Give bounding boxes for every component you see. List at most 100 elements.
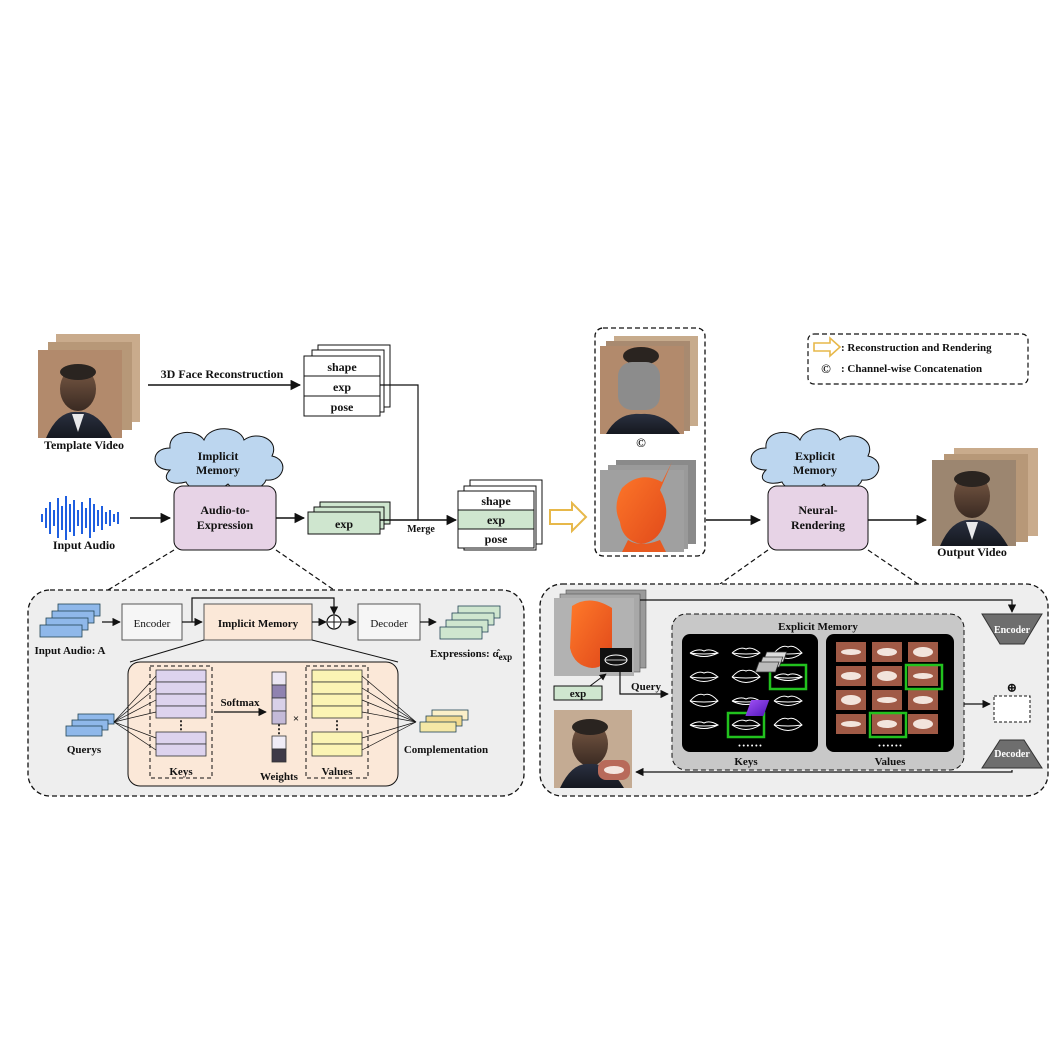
lip-outline bbox=[731, 719, 761, 730]
explicit-encoder-label: Encoder bbox=[994, 625, 1031, 636]
mouth-thumbnail bbox=[836, 642, 866, 662]
output-video-frames bbox=[932, 448, 1038, 546]
rendered-orange-face bbox=[600, 460, 696, 552]
complementation-label: Complementation bbox=[404, 744, 488, 756]
lip-outline bbox=[689, 649, 720, 657]
weights-label: Weights bbox=[260, 771, 299, 783]
lip-outline bbox=[731, 647, 761, 658]
zoom-line-left-a bbox=[107, 549, 175, 591]
exp-to-mouth-arrow bbox=[589, 673, 607, 687]
expressions-main: Expressions: α̂ bbox=[430, 648, 501, 660]
face-recon-label: 3D Face Reconstruction bbox=[161, 367, 284, 381]
explicit-memory-title: Explicit Memory bbox=[778, 621, 858, 633]
softmax-label: Softmax bbox=[220, 697, 260, 709]
expressions-label: Expressions: α̂exp bbox=[430, 648, 512, 662]
feature-stack-icon bbox=[754, 651, 788, 673]
explicit-values-label: Values bbox=[875, 756, 906, 768]
implicit-memory-label: Implicit Memory bbox=[218, 618, 299, 630]
lip-outline bbox=[731, 669, 761, 683]
neural-rendering-box bbox=[767, 485, 869, 551]
query-arrow bbox=[619, 672, 669, 699]
param-exp: exp bbox=[333, 380, 351, 394]
mouth-thumbnail bbox=[872, 690, 902, 710]
complementation-stack bbox=[419, 709, 469, 733]
implicit-memory-cloud: Implicit Memory bbox=[154, 428, 284, 491]
mouth-images bbox=[836, 642, 938, 734]
input-audio-label: Input Audio bbox=[53, 538, 115, 552]
mouth-thumbnail bbox=[872, 642, 902, 662]
exp-green-stack: exp bbox=[307, 501, 391, 535]
param-stack-top: shape exp pose bbox=[303, 344, 391, 417]
legend-item-2: : Channel-wise Concatenation bbox=[841, 363, 982, 375]
query-label: Query bbox=[631, 681, 661, 693]
query-fan-lines bbox=[113, 675, 157, 751]
rendering-inputs-box bbox=[594, 327, 706, 557]
merged-shape: shape bbox=[481, 494, 511, 508]
querys-stack bbox=[65, 713, 115, 737]
mouth-thumbnail bbox=[908, 642, 938, 662]
legend-concat-symbol: © bbox=[821, 361, 831, 376]
values-label: Values bbox=[322, 766, 353, 778]
zoom-line-left-b bbox=[275, 549, 335, 591]
render-hollow-arrow bbox=[549, 500, 588, 534]
weights-column bbox=[271, 671, 287, 763]
keys-dashed-box bbox=[149, 665, 213, 779]
legend-item-1: : Reconstruction and Rendering bbox=[841, 342, 992, 354]
lip-outline bbox=[773, 695, 803, 706]
querys-label: Querys bbox=[67, 744, 102, 756]
output-video-label: Output Video bbox=[937, 545, 1007, 559]
merged-pose: pose bbox=[485, 532, 508, 546]
explicit-input-frames bbox=[554, 589, 647, 676]
weights-ellipsis: ⋮ bbox=[273, 722, 285, 736]
lip-outline bbox=[689, 721, 720, 729]
keys-highlight-2 bbox=[726, 711, 766, 739]
audio-waveform-icon bbox=[41, 496, 119, 540]
lip-outline bbox=[773, 673, 804, 681]
input-audio-stack bbox=[39, 603, 101, 638]
lip-outline bbox=[689, 671, 719, 682]
param-shape: shape bbox=[327, 360, 357, 374]
template-video-label: Template Video bbox=[44, 438, 124, 452]
mouth-thumbnail bbox=[836, 714, 866, 734]
explicit-plus-symbol: ⊕ bbox=[1007, 680, 1018, 695]
purple-feature-cube bbox=[745, 695, 1031, 723]
explicit-decoder-label: Decoder bbox=[994, 749, 1030, 760]
encoder-label: Encoder bbox=[134, 618, 171, 630]
values-dots: • • • • • • bbox=[878, 742, 902, 750]
merge-label: Merge bbox=[407, 524, 435, 535]
encoder-trapezoid bbox=[981, 613, 1043, 645]
expand-line-a bbox=[129, 639, 205, 663]
skip-connection bbox=[191, 597, 339, 622]
a2e-line1: Audio-to- bbox=[200, 503, 249, 517]
template-video-frames bbox=[38, 334, 140, 438]
mouth-thumbnail bbox=[908, 690, 938, 710]
explicit-exp-label: exp bbox=[570, 688, 587, 700]
nr-line1: Neural- bbox=[798, 503, 837, 517]
merged-exp: exp bbox=[487, 513, 505, 527]
masked-face-frames bbox=[600, 336, 698, 434]
keys-lip-grid bbox=[682, 634, 818, 752]
keys-dots: • • • • • • bbox=[738, 742, 762, 750]
expand-line-b bbox=[311, 639, 399, 663]
multiply-symbol: × bbox=[293, 713, 299, 725]
keys-ellipsis: ⋮ bbox=[175, 718, 187, 732]
values-highlight-2 bbox=[868, 711, 908, 739]
nr-line2: Rendering bbox=[791, 518, 845, 532]
exp-green-label: exp bbox=[335, 517, 353, 531]
legend-box bbox=[807, 333, 1029, 385]
values-ellipsis: ⋮ bbox=[331, 718, 343, 732]
implicit-memory-box bbox=[203, 603, 313, 641]
param-stack-merged: shape exp pose bbox=[457, 479, 543, 551]
concat-symbol: © bbox=[636, 435, 646, 450]
mouth-thumbnail bbox=[836, 666, 866, 686]
decoder-label: Decoder bbox=[370, 618, 408, 630]
legend-hollow-arrow bbox=[813, 336, 842, 358]
explicit-cloud-line1: Explicit bbox=[795, 449, 835, 463]
decoder-to-output-arrow bbox=[635, 767, 1013, 777]
explicit-keys-label: Keys bbox=[734, 756, 758, 768]
input-to-encoder-arrow bbox=[640, 599, 1017, 613]
implicit-cloud-line2: Memory bbox=[196, 463, 240, 477]
lip-outline bbox=[689, 693, 719, 707]
a2e-line2: Expression bbox=[197, 518, 254, 532]
connector-shape-pose bbox=[380, 384, 419, 520]
